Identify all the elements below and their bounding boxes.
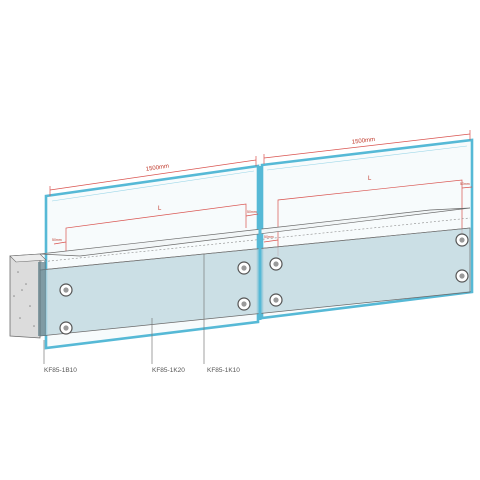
dimension-left-width: 1500mm (49, 156, 257, 196)
callout-base-channel: KF85-1K20 (151, 318, 185, 374)
bolt-icon (59, 321, 73, 335)
callout-glass-panel-label: KF85-1K10 (207, 367, 240, 374)
bolt-icon (455, 269, 469, 283)
bolt-icon (269, 257, 283, 271)
dimension-right-offset-a: 50mm (264, 235, 274, 239)
dimension-left-offset-a: 50mm (52, 238, 62, 242)
callout-end-cap: KF85-1B10 (43, 340, 77, 374)
callout-glass-panel: KF85-1K10 (203, 254, 240, 374)
bolt-icon (455, 233, 469, 247)
dimension-left-offset-b: 50mm (247, 210, 257, 214)
bolt-icon (269, 293, 283, 307)
base-channel (39, 207, 471, 337)
dimension-left-spacing: L 50mm 50mm (52, 203, 259, 252)
callout-base-channel-label: KF85-1K20 (152, 367, 185, 374)
dimension-left-spacing-label: L (158, 206, 162, 212)
bolt-icon (59, 283, 73, 297)
dimension-left-width-label: 1500mm (146, 164, 170, 173)
callout-end-cap-label: KF85-1B10 (44, 367, 77, 374)
end-cap (9, 253, 47, 339)
mounting-bolts (59, 233, 469, 335)
dimension-right-spacing-label: L (368, 176, 372, 182)
dimension-right-width: 1500mm (263, 130, 471, 164)
dimension-right-offset-b: 50mm (460, 182, 470, 186)
bolt-icon (237, 297, 251, 311)
bolt-icon (237, 261, 251, 275)
dimension-right-width-label: 1500mm (352, 137, 376, 146)
base-channel-top (39, 207, 471, 257)
